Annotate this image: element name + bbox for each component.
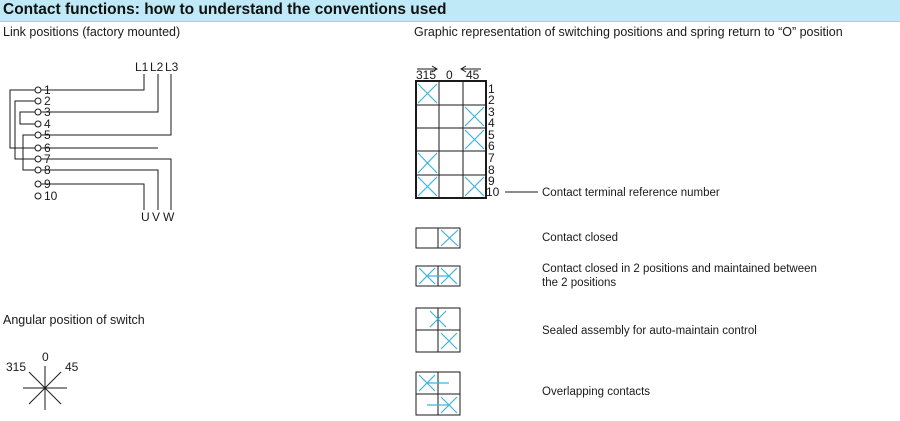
angle-label-45: 45	[65, 360, 79, 374]
output-label-u: U	[141, 210, 150, 224]
grid-terminal-10: 10	[486, 185, 500, 199]
position-label-315: 315	[416, 68, 436, 82]
input-label-l1: L1	[135, 60, 149, 74]
grid-terminal-1: 1	[488, 82, 495, 96]
legend-closed-two-positions-text-2: the 2 positions	[542, 277, 616, 289]
switching-position-grid: 315 0 45 1 2 3 4 5 6 7 8 9	[415, 65, 720, 199]
legend-sealed-assembly-symbol	[415, 307, 461, 353]
link-wiring-diagram: L1 L2 L3 U V W 1 2 3 4 5 6 7 8 9 10	[9, 60, 179, 224]
grid-terminal-8: 8	[488, 163, 495, 177]
link-positions-title: Link positions (factory mounted)	[3, 25, 181, 39]
output-label-v: V	[152, 210, 160, 224]
angle-label-315: 315	[6, 360, 26, 374]
output-label-w: W	[163, 210, 175, 224]
input-label-l3: L3	[165, 60, 179, 74]
terminal-circle-3	[34, 108, 42, 116]
terminal-circle-7	[34, 155, 42, 163]
terminal-label-2: 2	[44, 94, 51, 108]
graphic-representation-title: Graphic representation of switching posi…	[414, 25, 843, 39]
legend-contact-closed-symbol	[415, 227, 461, 249]
terminal-circle-8	[34, 166, 42, 174]
position-label-45: 45	[466, 68, 480, 82]
legend-contact-closed-text: Contact closed	[542, 232, 618, 244]
terminal-circle-1	[34, 86, 42, 94]
legend-overlapping-symbol	[415, 371, 461, 416]
input-label-l2: L2	[150, 60, 164, 74]
terminal-label-4: 4	[44, 117, 51, 131]
terminal-circle-6	[34, 144, 42, 152]
legend-sealed-assembly-text: Sealed assembly for auto-maintain contro…	[542, 325, 757, 337]
header-bar: Contact functions: how to understand the…	[0, 0, 900, 22]
position-label-0: 0	[446, 68, 453, 82]
legend-closed-two-positions-symbol	[415, 265, 461, 287]
terminal-circle-2	[34, 97, 42, 105]
angular-position-title: Angular position of switch	[3, 313, 145, 327]
grid-terminal-3: 3	[488, 105, 495, 119]
angle-label-0: 0	[42, 350, 49, 364]
legend-overlapping-text: Overlapping contacts	[542, 386, 650, 398]
grid-terminal-6: 6	[488, 139, 495, 153]
terminal-circle-10	[34, 192, 42, 200]
grid-terminal-2: 2	[488, 93, 495, 107]
legend-closed-two-positions-text-1: Contact closed in 2 positions and mainta…	[542, 263, 817, 275]
terminal-circle-9	[34, 180, 42, 188]
terminal-circle-5	[34, 131, 42, 139]
terminal-circle-4	[34, 120, 42, 128]
page-title: Contact functions: how to understand the…	[3, 1, 447, 18]
angular-position-diagram: 315 0 45	[6, 350, 79, 410]
terminal-reference-label: Contact terminal reference number	[542, 187, 720, 199]
grid-terminal-5: 5	[488, 128, 495, 142]
grid-terminal-7: 7	[488, 151, 495, 165]
grid-terminal-4: 4	[488, 116, 495, 130]
terminal-label-10: 10	[44, 189, 58, 203]
grid-terminal-9: 9	[488, 174, 495, 188]
